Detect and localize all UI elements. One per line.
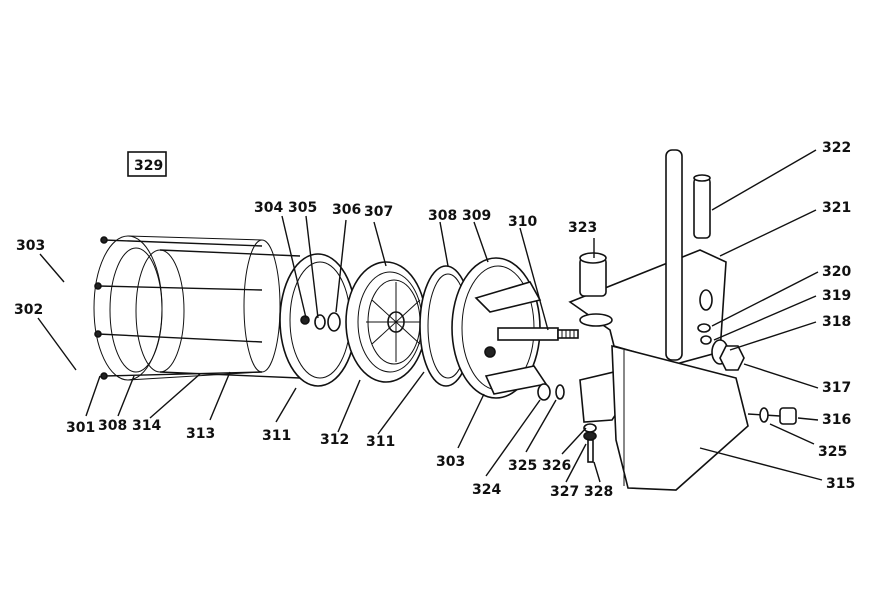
callout-316: 316	[822, 412, 851, 428]
callout-321: 321	[822, 200, 851, 216]
callout-305: 305	[288, 200, 317, 216]
callout-319: 319	[822, 288, 851, 304]
small-hardware	[537, 383, 597, 463]
label-329: 329	[134, 158, 163, 174]
callout-320: 320	[822, 264, 851, 280]
callout-308-left: 308	[98, 418, 127, 434]
motor-shell	[135, 249, 301, 379]
callout-306: 306	[332, 202, 361, 218]
rotor-winding	[345, 261, 427, 383]
callout-labels: 303 302 301 308 314 313 311 304 305 306 …	[14, 140, 855, 500]
callout-315: 315	[826, 476, 855, 492]
callout-304: 304	[254, 200, 283, 216]
callout-303-center: 303	[436, 454, 465, 470]
callout-301: 301	[66, 420, 95, 436]
callout-325-right: 325	[818, 444, 847, 460]
bolt-316	[747, 407, 797, 425]
callout-318: 318	[822, 314, 851, 330]
callout-303: 303	[16, 238, 45, 254]
callout-314: 314	[132, 418, 161, 434]
motor-shaft	[497, 327, 579, 341]
callout-312: 312	[320, 432, 349, 448]
gearbox-plate	[611, 344, 749, 491]
callout-311-right: 311	[366, 434, 395, 450]
callout-302: 302	[14, 302, 43, 318]
coupler	[579, 252, 607, 297]
callout-308: 308	[428, 208, 457, 224]
callout-322: 322	[822, 140, 851, 156]
mount-pole	[665, 149, 711, 361]
callout-309: 309	[462, 208, 491, 224]
front-end-plate	[279, 253, 357, 387]
part-329-box: 329	[127, 151, 167, 177]
leader-lines	[37, 149, 823, 483]
callout-328: 328	[584, 484, 613, 500]
callout-327: 327	[550, 484, 579, 500]
cage-guard	[93, 235, 281, 381]
callout-325-left: 325	[508, 458, 537, 474]
callout-317: 317	[822, 380, 851, 396]
callout-310: 310	[508, 214, 537, 230]
callout-311-left: 311	[262, 428, 291, 444]
callout-307: 307	[364, 204, 393, 220]
washers-nut	[697, 323, 745, 371]
callout-323: 323	[568, 220, 597, 236]
callout-313: 313	[186, 426, 215, 442]
callout-324: 324	[472, 482, 501, 498]
callout-326: 326	[542, 458, 571, 474]
